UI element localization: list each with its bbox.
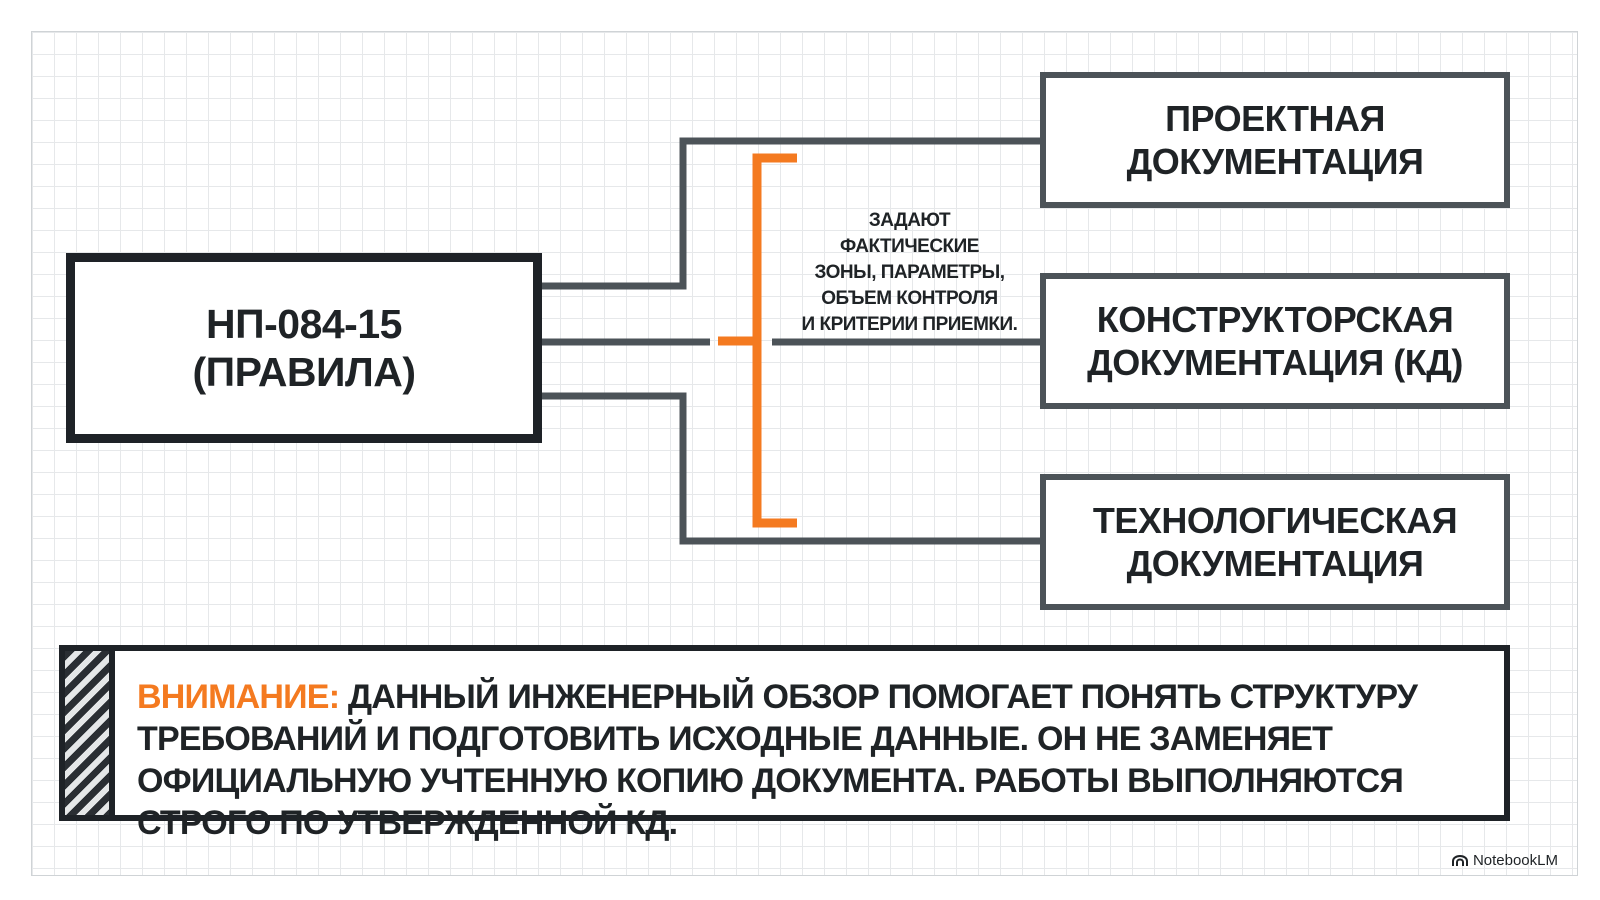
project-doc-line1: ПРОЕКТНАЯ	[1165, 98, 1385, 139]
warning-hatch-stripe	[65, 651, 115, 815]
source-regulation-box: НП-084-15 (ПРАВИЛА)	[66, 253, 542, 443]
project-doc-line2: ДОКУМЕНТАЦИЯ	[1126, 141, 1424, 182]
design-doc-line1: КОНСТРУКТОРСКАЯ	[1096, 299, 1454, 340]
warning-panel: ВНИМАНИЕ: ДАННЫЙ ИНЖЕНЕРНЫЙ ОБЗОР ПОМОГА…	[59, 645, 1510, 842]
design-doc-line2: ДОКУМЕНТАЦИЯ (КД)	[1087, 342, 1463, 383]
warning-message: ВНИМАНИЕ: ДАННЫЙ ИНЖЕНЕРНЫЙ ОБЗОР ПОМОГА…	[137, 676, 1477, 844]
notebooklm-icon	[1451, 854, 1468, 866]
project-documentation-box: ПРОЕКТНАЯ ДОКУМЕНТАЦИЯ	[1040, 72, 1510, 208]
bracket-note: ЗАДАЮТ ФАКТИЧЕСКИЕ ЗОНЫ, ПАРАМЕТРЫ, ОБЪЕ…	[801, 210, 1018, 335]
brand-watermark: NotebookLM	[1451, 852, 1558, 869]
source-subtitle: (ПРАВИЛА)	[192, 349, 416, 395]
warning-label: ВНИМАНИЕ:	[137, 678, 340, 716]
brand-name: NotebookLM	[1472, 852, 1558, 869]
warning-body: ДАННЫЙ ИНЖЕНЕРНЫЙ ОБЗОР ПОМОГАЕТ ПОНЯТЬ …	[137, 678, 1418, 842]
tech-doc-line2: ДОКУМЕНТАЦИЯ	[1126, 543, 1424, 584]
technological-documentation-box: ТЕХНОЛОГИЧЕСКАЯ ДОКУМЕНТАЦИЯ	[1040, 474, 1510, 610]
source-title: НП-084-15	[206, 301, 402, 347]
design-documentation-box: КОНСТРУКТОРСКАЯ ДОКУМЕНТАЦИЯ (КД)	[1040, 273, 1510, 409]
tech-doc-line1: ТЕХНОЛОГИЧЕСКАЯ	[1092, 500, 1458, 541]
